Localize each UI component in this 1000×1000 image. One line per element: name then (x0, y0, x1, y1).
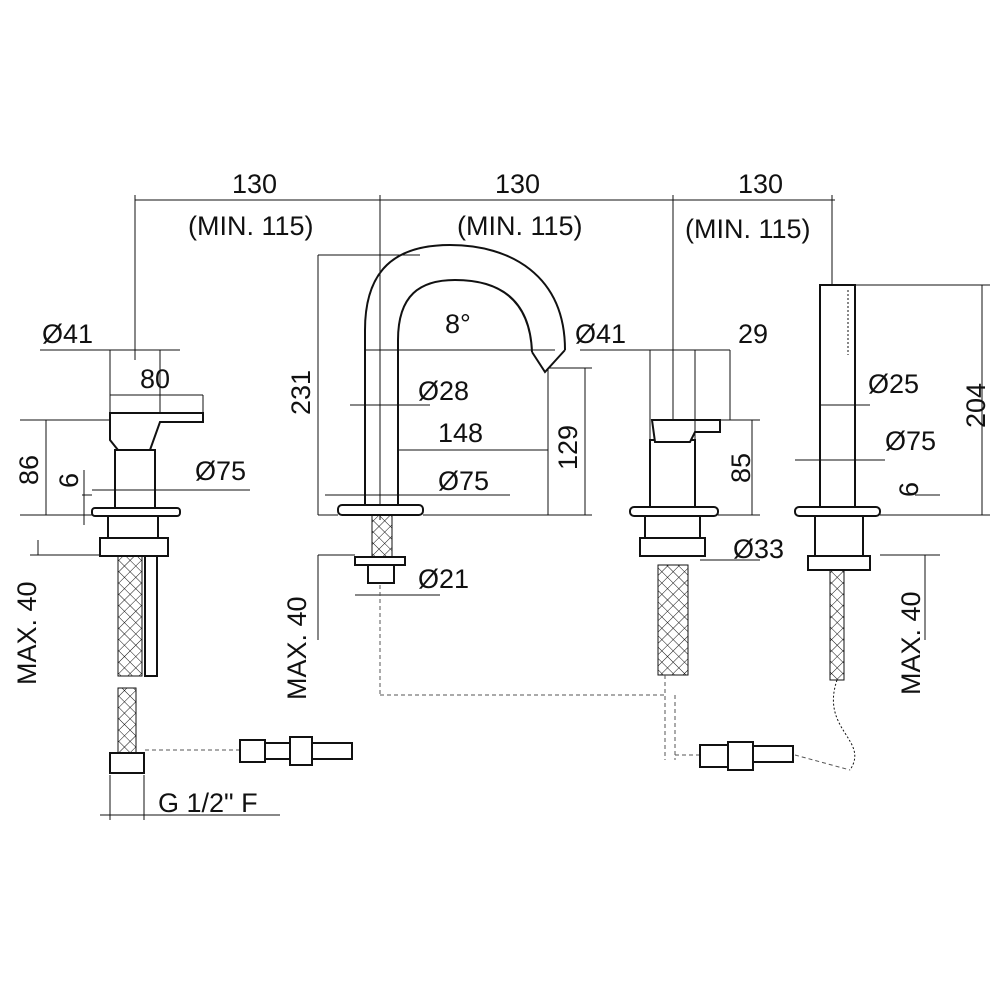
spacing-2-min: (MIN. 115) (457, 211, 583, 241)
spacing-1: 130 (232, 169, 277, 199)
spout-angle: 8° (445, 309, 471, 339)
spacing-2: 130 (495, 169, 540, 199)
left-max-40: MAX. 40 (12, 581, 42, 685)
left-diameter-41: Ø41 (42, 319, 93, 349)
left-height-86: 86 (14, 455, 44, 485)
spout-reach-148: 148 (438, 418, 483, 448)
right-diameter-41: Ø41 (575, 319, 626, 349)
left-mixer (20, 349, 280, 820)
shower-base-6: 6 (894, 482, 924, 497)
right-mixer (580, 349, 760, 760)
right-height-85: 85 (726, 453, 756, 483)
left-base-6: 6 (54, 473, 84, 488)
spout-diameter-75: Ø75 (438, 466, 489, 496)
spout-diameter-21: Ø21 (418, 564, 469, 594)
shower-height-204: 204 (961, 383, 991, 428)
left-width-80: 80 (140, 364, 170, 394)
spacing-3: 130 (738, 169, 783, 199)
shower-diameter-75: Ø75 (885, 426, 936, 456)
hand-shower (794, 284, 990, 771)
spout-height-231: 231 (286, 370, 316, 415)
connector-fittings (145, 736, 851, 771)
connection-thread: G 1/2" F (158, 788, 258, 818)
spout-outlet-129: 129 (553, 425, 583, 470)
left-diameter-75: Ø75 (195, 456, 246, 486)
spout (317, 243, 665, 696)
right-lever-29: 29 (738, 319, 768, 349)
right-diameter-33: Ø33 (733, 534, 784, 564)
spacing-3-min: (MIN. 115) (685, 214, 811, 244)
spout-max-40: MAX. 40 (282, 596, 312, 700)
spout-diameter-28: Ø28 (418, 376, 469, 406)
shower-diameter-25: Ø25 (868, 369, 919, 399)
shower-max-40: MAX. 40 (896, 591, 926, 695)
spacing-1-min: (MIN. 115) (188, 211, 314, 241)
